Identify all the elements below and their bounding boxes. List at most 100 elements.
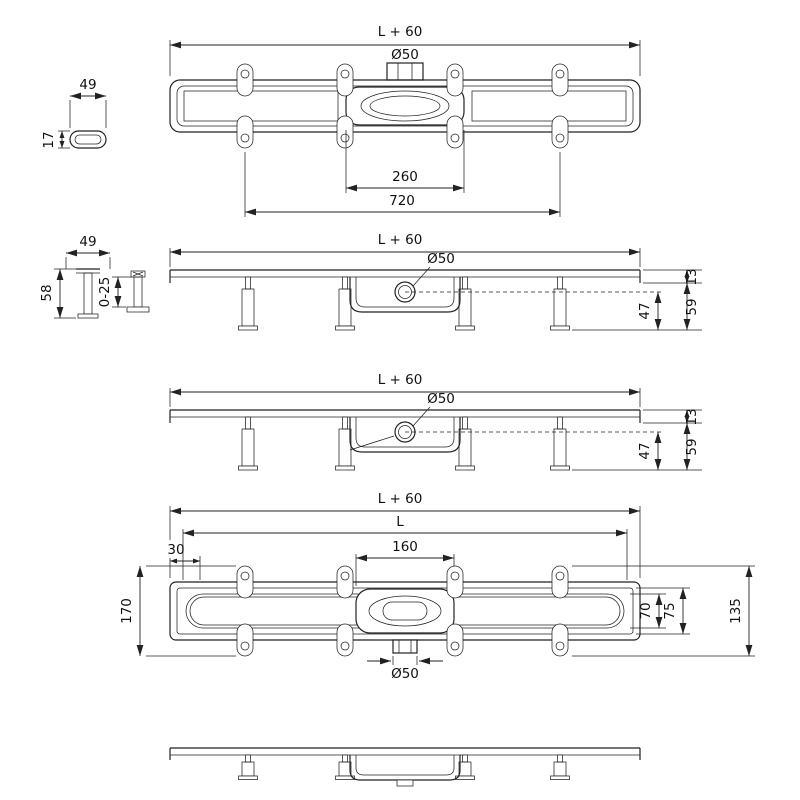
- mounting-lug-icon: [446, 623, 464, 657]
- dims-right: 13 59 47: [572, 268, 702, 331]
- drain-inner: [382, 601, 428, 621]
- mounting-lug-icon: [551, 623, 569, 657]
- mounting-lug-icon: [236, 63, 254, 97]
- mounting-lug-icon: [336, 63, 354, 97]
- slot-inner: [74, 134, 102, 145]
- screw-foot: [126, 306, 150, 313]
- leader-line: [412, 406, 431, 427]
- dim-label-length: L: [396, 514, 404, 530]
- support-leg-icon: [335, 416, 355, 471]
- support-leg-icon: [455, 276, 475, 331]
- dim-label-bracket-width: 49: [79, 234, 96, 250]
- drain-housing: [345, 86, 465, 126]
- dim-label-end-offset: 30: [167, 542, 184, 558]
- dim-slot-height: 17: [41, 130, 70, 149]
- rotation-line: [349, 435, 395, 451]
- channel-profile: [169, 269, 662, 331]
- dim-label-length-total: L + 60: [378, 24, 423, 40]
- dim-drain-span: 260: [345, 130, 465, 193]
- dim-label-length-total: L + 60: [378, 232, 423, 248]
- dims-right: 13 59 47: [572, 408, 702, 471]
- trap-outline: [349, 277, 461, 313]
- support-leg-icon: [238, 754, 258, 780]
- dim-label-length-total: L + 60: [378, 372, 423, 388]
- drain-oval: [368, 595, 442, 627]
- dim-label-channel-width: 70: [638, 602, 654, 619]
- outlet-circle-inner: [398, 425, 412, 439]
- dim-label-length-total: L + 60: [378, 491, 423, 507]
- mounting-lug-icon: [236, 115, 254, 149]
- outlet-callout: Ø50: [412, 251, 455, 287]
- mounting-lug-icon: [336, 623, 354, 657]
- dim-label-flange-width: 75: [662, 602, 678, 619]
- view-section-rotated: L + 60 Ø50 13: [169, 372, 702, 471]
- mounting-lug-icon: [336, 115, 354, 149]
- dim-label-adjustment: 0-25: [97, 277, 113, 308]
- dim-outlet-dia: Ø50: [367, 656, 443, 682]
- mounting-lug-icon: [551, 115, 569, 149]
- dim-label-outlet-dia: Ø50: [427, 391, 455, 407]
- mounting-lug-icon: [446, 63, 464, 97]
- dim-label-rim-height: 13: [684, 268, 700, 285]
- dim-label-outlet-depth: 47: [637, 442, 653, 459]
- support-leg-icon: [238, 276, 258, 331]
- channel-outline: [169, 79, 641, 133]
- support-leg-icon: [455, 416, 475, 471]
- leader-line: [412, 266, 431, 287]
- dim-label-total-width: 170: [119, 598, 135, 624]
- screw-cross: [132, 271, 144, 277]
- dim-label-body-height: 59: [684, 298, 700, 315]
- dim-length-total: L + 60: [169, 24, 641, 76]
- dim-label-fixing-span: 720: [389, 193, 415, 209]
- grate-lattice-right: [471, 90, 627, 122]
- drain-oval-inner: [369, 95, 441, 117]
- trap-inner: [355, 417, 455, 448]
- mounting-lug-icon: [551, 565, 569, 599]
- channel-inner-frame: [176, 85, 634, 127]
- support-leg-icon: [335, 276, 355, 331]
- mounting-lug-icon: [236, 565, 254, 599]
- support-leg-icon: [550, 754, 570, 780]
- wall-bracket-icon: [76, 268, 100, 319]
- dim-label-slot-height: 17: [41, 131, 57, 148]
- channel-profile: [169, 409, 662, 471]
- trap-stub: [396, 779, 414, 787]
- outlet-callout: Ø50: [412, 391, 455, 427]
- dim-label-drain-span: 260: [392, 169, 418, 185]
- dim-end-offset: 30: [167, 542, 201, 580]
- dim-bracket-height: 58: [39, 268, 76, 319]
- mounting-lug-icon: [236, 623, 254, 657]
- dim-total-width: 170: [119, 565, 236, 657]
- slot-outline: [69, 130, 107, 149]
- dim-label-outlet-dia: Ø50: [391, 47, 419, 63]
- dim-length-total: L + 60: [169, 372, 641, 407]
- support-leg-icon: [550, 276, 570, 331]
- dim-label-outlet-depth: 47: [637, 302, 653, 319]
- trap-outline: [349, 417, 461, 453]
- outlet-circle-inner: [398, 285, 412, 299]
- outlet-stub: [386, 62, 424, 81]
- mounting-lug-icon: [551, 63, 569, 97]
- dim-length-total: L + 60: [169, 232, 641, 267]
- dim-label-rim-height: 13: [684, 408, 700, 425]
- trap-inner: [355, 755, 455, 776]
- grate-lattice-left: [183, 90, 339, 122]
- dim-label-overall-width: 135: [728, 598, 744, 624]
- trap-outline: [349, 755, 461, 781]
- view-section-installed: L + 60 Ø50 13 59: [39, 232, 702, 331]
- view-plan-bottom: L + 60 L 30 160: [119, 491, 755, 682]
- outlet-stub: [392, 639, 418, 654]
- support-leg-icon: [550, 416, 570, 471]
- dim-slot-width: 49: [69, 77, 107, 128]
- drain-oval: [360, 90, 450, 122]
- dim-label-outlet-dia: Ø50: [427, 251, 455, 267]
- dim-label-bracket-height: 58: [39, 284, 55, 301]
- bracket-plate: [83, 272, 93, 315]
- screw-shaft: [133, 276, 143, 308]
- flange-frame: [176, 587, 634, 635]
- mounting-lug-icon: [446, 115, 464, 149]
- dim-label-body-height: 59: [684, 438, 700, 455]
- dim-length: L: [182, 514, 628, 580]
- dim-label-drain-span: 160: [392, 539, 418, 555]
